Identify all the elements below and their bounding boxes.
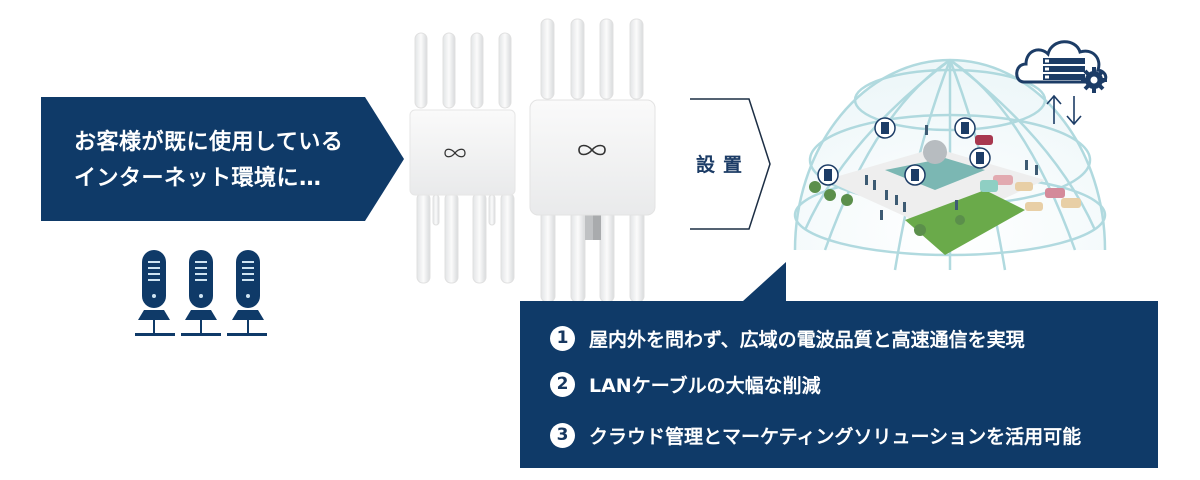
ap-pin-icon xyxy=(969,147,991,169)
chevron-outline-icon xyxy=(690,98,771,230)
number-badge: 1 xyxy=(550,325,575,351)
ap-pin-icon xyxy=(954,117,976,139)
infinity-logo-icon xyxy=(444,148,466,158)
cloud-server-gear-icon xyxy=(1015,40,1108,126)
banner-line-2: インターネット環境に… xyxy=(74,166,322,191)
install-step: 設置 xyxy=(690,98,772,230)
number-badge: 3 xyxy=(550,422,575,448)
install-label: 設置 xyxy=(696,154,751,176)
infinity-logo-icon xyxy=(578,144,606,156)
banner-line-1: お客様が既に使用している xyxy=(74,130,344,155)
server-group xyxy=(130,248,280,343)
feature-text: クラウド管理とマーケティングソリューションを活用可能 xyxy=(589,425,1082,448)
ap-pin-icon xyxy=(904,164,926,186)
ap-pin-icon xyxy=(874,117,896,139)
ap-pin-icon xyxy=(817,164,839,186)
cloud-management xyxy=(1010,34,1120,129)
sync-arrows-icon xyxy=(1046,94,1082,126)
existing-internet-banner: お客様が既に使用している インターネット環境に… xyxy=(41,97,404,221)
feature-callout: 1 屋内外を問わず、広域の電波品質と高速通信を実現 2 LANケーブルの大幅な削… xyxy=(520,262,1158,468)
access-point-products xyxy=(405,15,665,305)
feature-text: LANケーブルの大幅な削減 xyxy=(589,374,821,397)
feature-item-1: 1 屋内外を問わず、広域の電波品質と高速通信を実現 xyxy=(550,324,1025,352)
feature-text: 屋内外を問わず、広域の電波品質と高速通信を実現 xyxy=(589,328,1025,351)
feature-item-2: 2 LANケーブルの大幅な削減 xyxy=(550,370,821,398)
number-badge: 2 xyxy=(550,371,575,397)
arrow-shape xyxy=(41,97,404,221)
speech-bubble-shape xyxy=(520,262,1158,468)
feature-item-3: 3 クラウド管理とマーケティングソリューションを活用可能 xyxy=(550,421,1081,449)
mesh-dome-illustration xyxy=(785,30,1115,280)
gear-icon xyxy=(1081,67,1107,93)
